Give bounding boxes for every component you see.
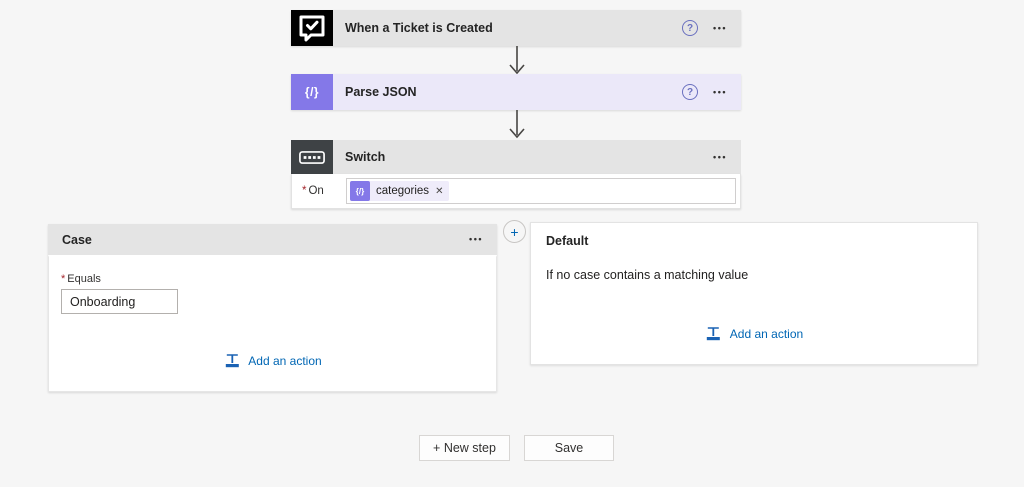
switch-card-body: *On {/} categories ✕ [291,174,741,209]
default-card-description: If no case contains a matching value [546,268,749,282]
help-icon[interactable]: ? [682,84,699,100]
switch-on-input[interactable]: {/} categories ✕ [346,178,736,204]
remove-token-icon[interactable]: ✕ [435,185,444,197]
add-action-icon [225,354,239,368]
switch-glyph-icon [299,150,325,164]
dynamic-content-icon: {/} [350,181,370,201]
categories-token[interactable]: {/} categories ✕ [350,181,450,201]
parse-json-icon: {/} [291,74,333,110]
more-options-icon[interactable]: ••• [713,86,727,97]
switch-card-header[interactable]: Switch ••• [291,140,741,174]
equals-field-label: *Equals [61,273,101,285]
add-action-label: Add an action [729,327,804,341]
new-step-button[interactable]: + New step [419,435,510,461]
token-label: categories [376,185,430,197]
connector-arrow [509,110,525,139]
on-field-label: *On [302,185,324,197]
required-asterisk: * [302,185,307,197]
checkmark-bubble-icon [299,15,325,42]
default-add-action-button[interactable]: Add an action [705,326,803,342]
parse-json-card-title: Parse JSON [345,85,417,99]
more-options-icon[interactable]: ••• [469,234,483,244]
save-button[interactable]: Save [524,435,614,461]
parse-json-card[interactable]: {/} Parse JSON ? ••• [291,74,741,110]
ticket-created-icon [291,10,333,46]
case-card-body: *Equals Add an action [48,255,497,392]
required-asterisk: * [61,273,66,285]
trigger-card-title: When a Ticket is Created [345,21,493,35]
equals-input[interactable] [61,289,178,314]
switch-card-title: Switch [345,150,386,164]
switch-icon [291,140,333,174]
more-options-icon[interactable]: ••• [713,151,727,162]
plus-icon: + [510,223,519,240]
help-icon[interactable]: ? [682,20,699,36]
case-card-header[interactable]: Case ••• [48,224,497,255]
connector-arrow [509,46,525,75]
case-add-action-button[interactable]: Add an action [223,353,322,369]
add-action-label: Add an action [248,354,322,368]
more-options-icon[interactable]: ••• [713,22,727,33]
default-card-title: Default [546,234,589,248]
add-case-button[interactable]: + [503,220,526,243]
case-card: Case ••• *Equals Add an action [48,224,497,392]
default-card: Default If no case contains a matching v… [530,222,978,365]
case-card-title: Case [62,232,92,247]
add-action-icon [706,327,720,341]
trigger-card-when-ticket-created[interactable]: When a Ticket is Created ? ••• [291,10,741,46]
